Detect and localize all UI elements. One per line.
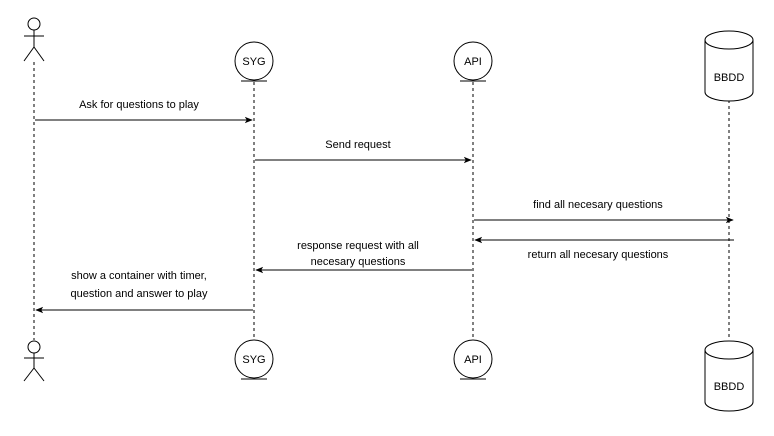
db-participant-top: BBDD	[704, 30, 754, 102]
message-label: return all necesary questions	[528, 249, 669, 261]
syg-participant-top: SYG	[234, 41, 274, 82]
user-actor-bottom	[23, 340, 45, 382]
message-label: Ask for questions to play	[79, 99, 199, 111]
message-find-questions: find all necesary questions	[474, 199, 734, 224]
message-label: response request with all	[297, 240, 419, 252]
syg-participant-bottom: SYG	[234, 339, 274, 380]
user-actor-top	[23, 17, 45, 62]
message-label: Send request	[325, 139, 390, 151]
message-return-questions: return all necesary questions	[474, 236, 734, 261]
api-label-bottom: API	[464, 354, 482, 366]
message-label: show a container with timer,	[71, 270, 207, 282]
api-label-top: API	[464, 56, 482, 68]
db-label-bottom: BBDD	[714, 381, 745, 393]
api-participant-bottom: API	[453, 339, 493, 380]
db-label-top: BBDD	[714, 72, 745, 84]
api-participant-top: API	[453, 41, 493, 82]
syg-label-top: SYG	[242, 56, 265, 68]
db-participant-bottom: BBDD	[704, 340, 754, 412]
message-send-request: Send request	[255, 139, 472, 164]
message-ask-questions: Ask for questions to play	[35, 99, 253, 124]
message-response-request: response request with all necesary quest…	[255, 240, 472, 274]
message-show-container: show a container with timer, question an…	[35, 270, 253, 314]
message-label: question and answer to play	[71, 288, 208, 300]
message-label: necesary questions	[311, 256, 406, 268]
syg-label-bottom: SYG	[242, 354, 265, 366]
message-label: find all necesary questions	[533, 199, 663, 211]
